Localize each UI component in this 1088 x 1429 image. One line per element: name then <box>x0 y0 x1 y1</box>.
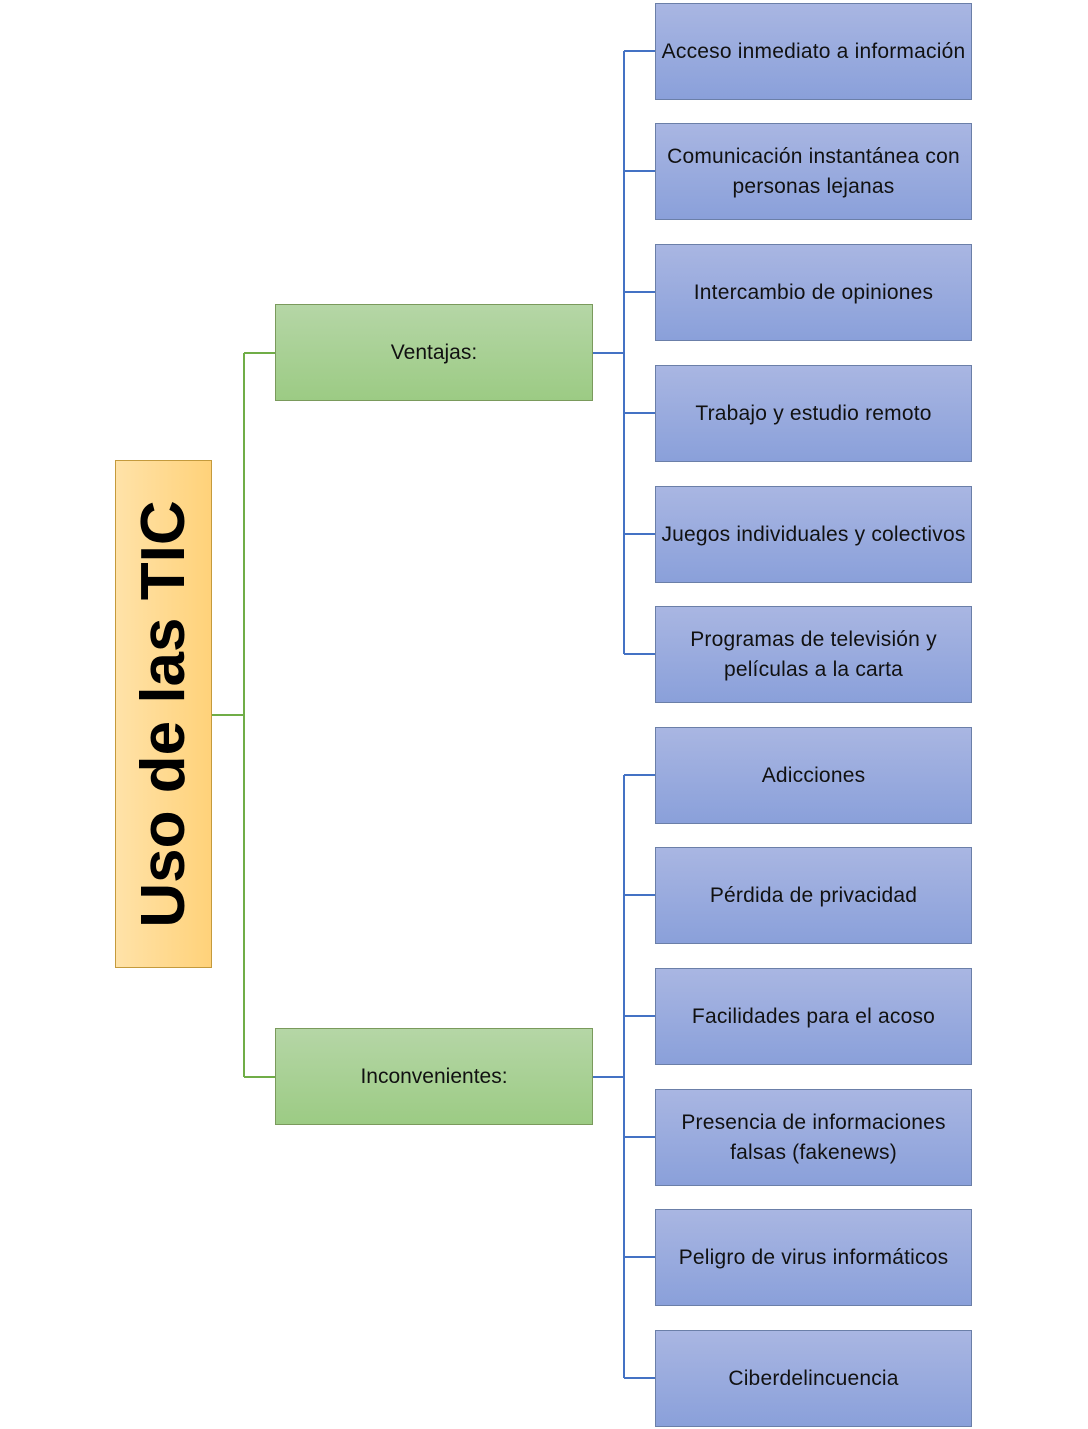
category-ventajas-label: Ventajas: <box>390 340 478 364</box>
inconveniente-item-label: Presencia de informaciones falsas (faken… <box>681 1110 946 1164</box>
ventaja-item-label: Intercambio de opiniones <box>693 280 934 304</box>
ventaja-item: Acceso inmediato a información <box>655 3 972 100</box>
category-ventajas: Ventajas: <box>275 304 593 401</box>
inconveniente-item: Adicciones <box>655 727 972 824</box>
category-inconvenientes: Inconvenientes: <box>275 1028 593 1125</box>
inconveniente-item: Pérdida de privacidad <box>655 847 972 944</box>
root-connectors <box>212 352 275 1078</box>
ventaja-item: Trabajo y estudio remoto <box>655 365 972 462</box>
inconveniente-item: Facilidades para el acoso <box>655 968 972 1065</box>
ventaja-item: Intercambio de opiniones <box>655 244 972 341</box>
inconveniente-item-label: Ciberdelincuencia <box>728 1366 899 1390</box>
ventaja-item-label: Programas de televisión y películas a la… <box>690 627 937 681</box>
inconveniente-item-label: Peligro de virus informáticos <box>678 1245 949 1269</box>
ventaja-item: Comunicación instantánea con personas le… <box>655 123 972 220</box>
root-node: Uso de las TIC <box>115 460 212 968</box>
inconveniente-item-label: Facilidades para el acoso <box>691 1004 936 1028</box>
ventaja-item: Programas de televisión y películas a la… <box>655 606 972 703</box>
inconveniente-item-label: Pérdida de privacidad <box>709 883 918 907</box>
inconveniente-item-label: Adicciones <box>761 763 866 787</box>
ventaja-item: Juegos individuales y colectivos <box>655 486 972 583</box>
inconveniente-item: Peligro de virus informáticos <box>655 1209 972 1306</box>
root-title: Uso de las TIC <box>128 500 198 928</box>
ventajas-connectors <box>593 50 655 655</box>
inconveniente-item: Presencia de informaciones falsas (faken… <box>655 1089 972 1186</box>
ventaja-item-label: Trabajo y estudio remoto <box>695 401 932 425</box>
ventaja-item-label: Juegos individuales y colectivos <box>661 522 966 546</box>
inconveniente-item: Ciberdelincuencia <box>655 1330 972 1427</box>
ventaja-item-label: Acceso inmediato a información <box>661 39 966 63</box>
ventaja-item-label: Comunicación instantánea con personas le… <box>667 144 960 198</box>
inconvenientes-connectors <box>593 774 655 1379</box>
category-inconvenientes-label: Inconvenientes: <box>360 1064 508 1088</box>
